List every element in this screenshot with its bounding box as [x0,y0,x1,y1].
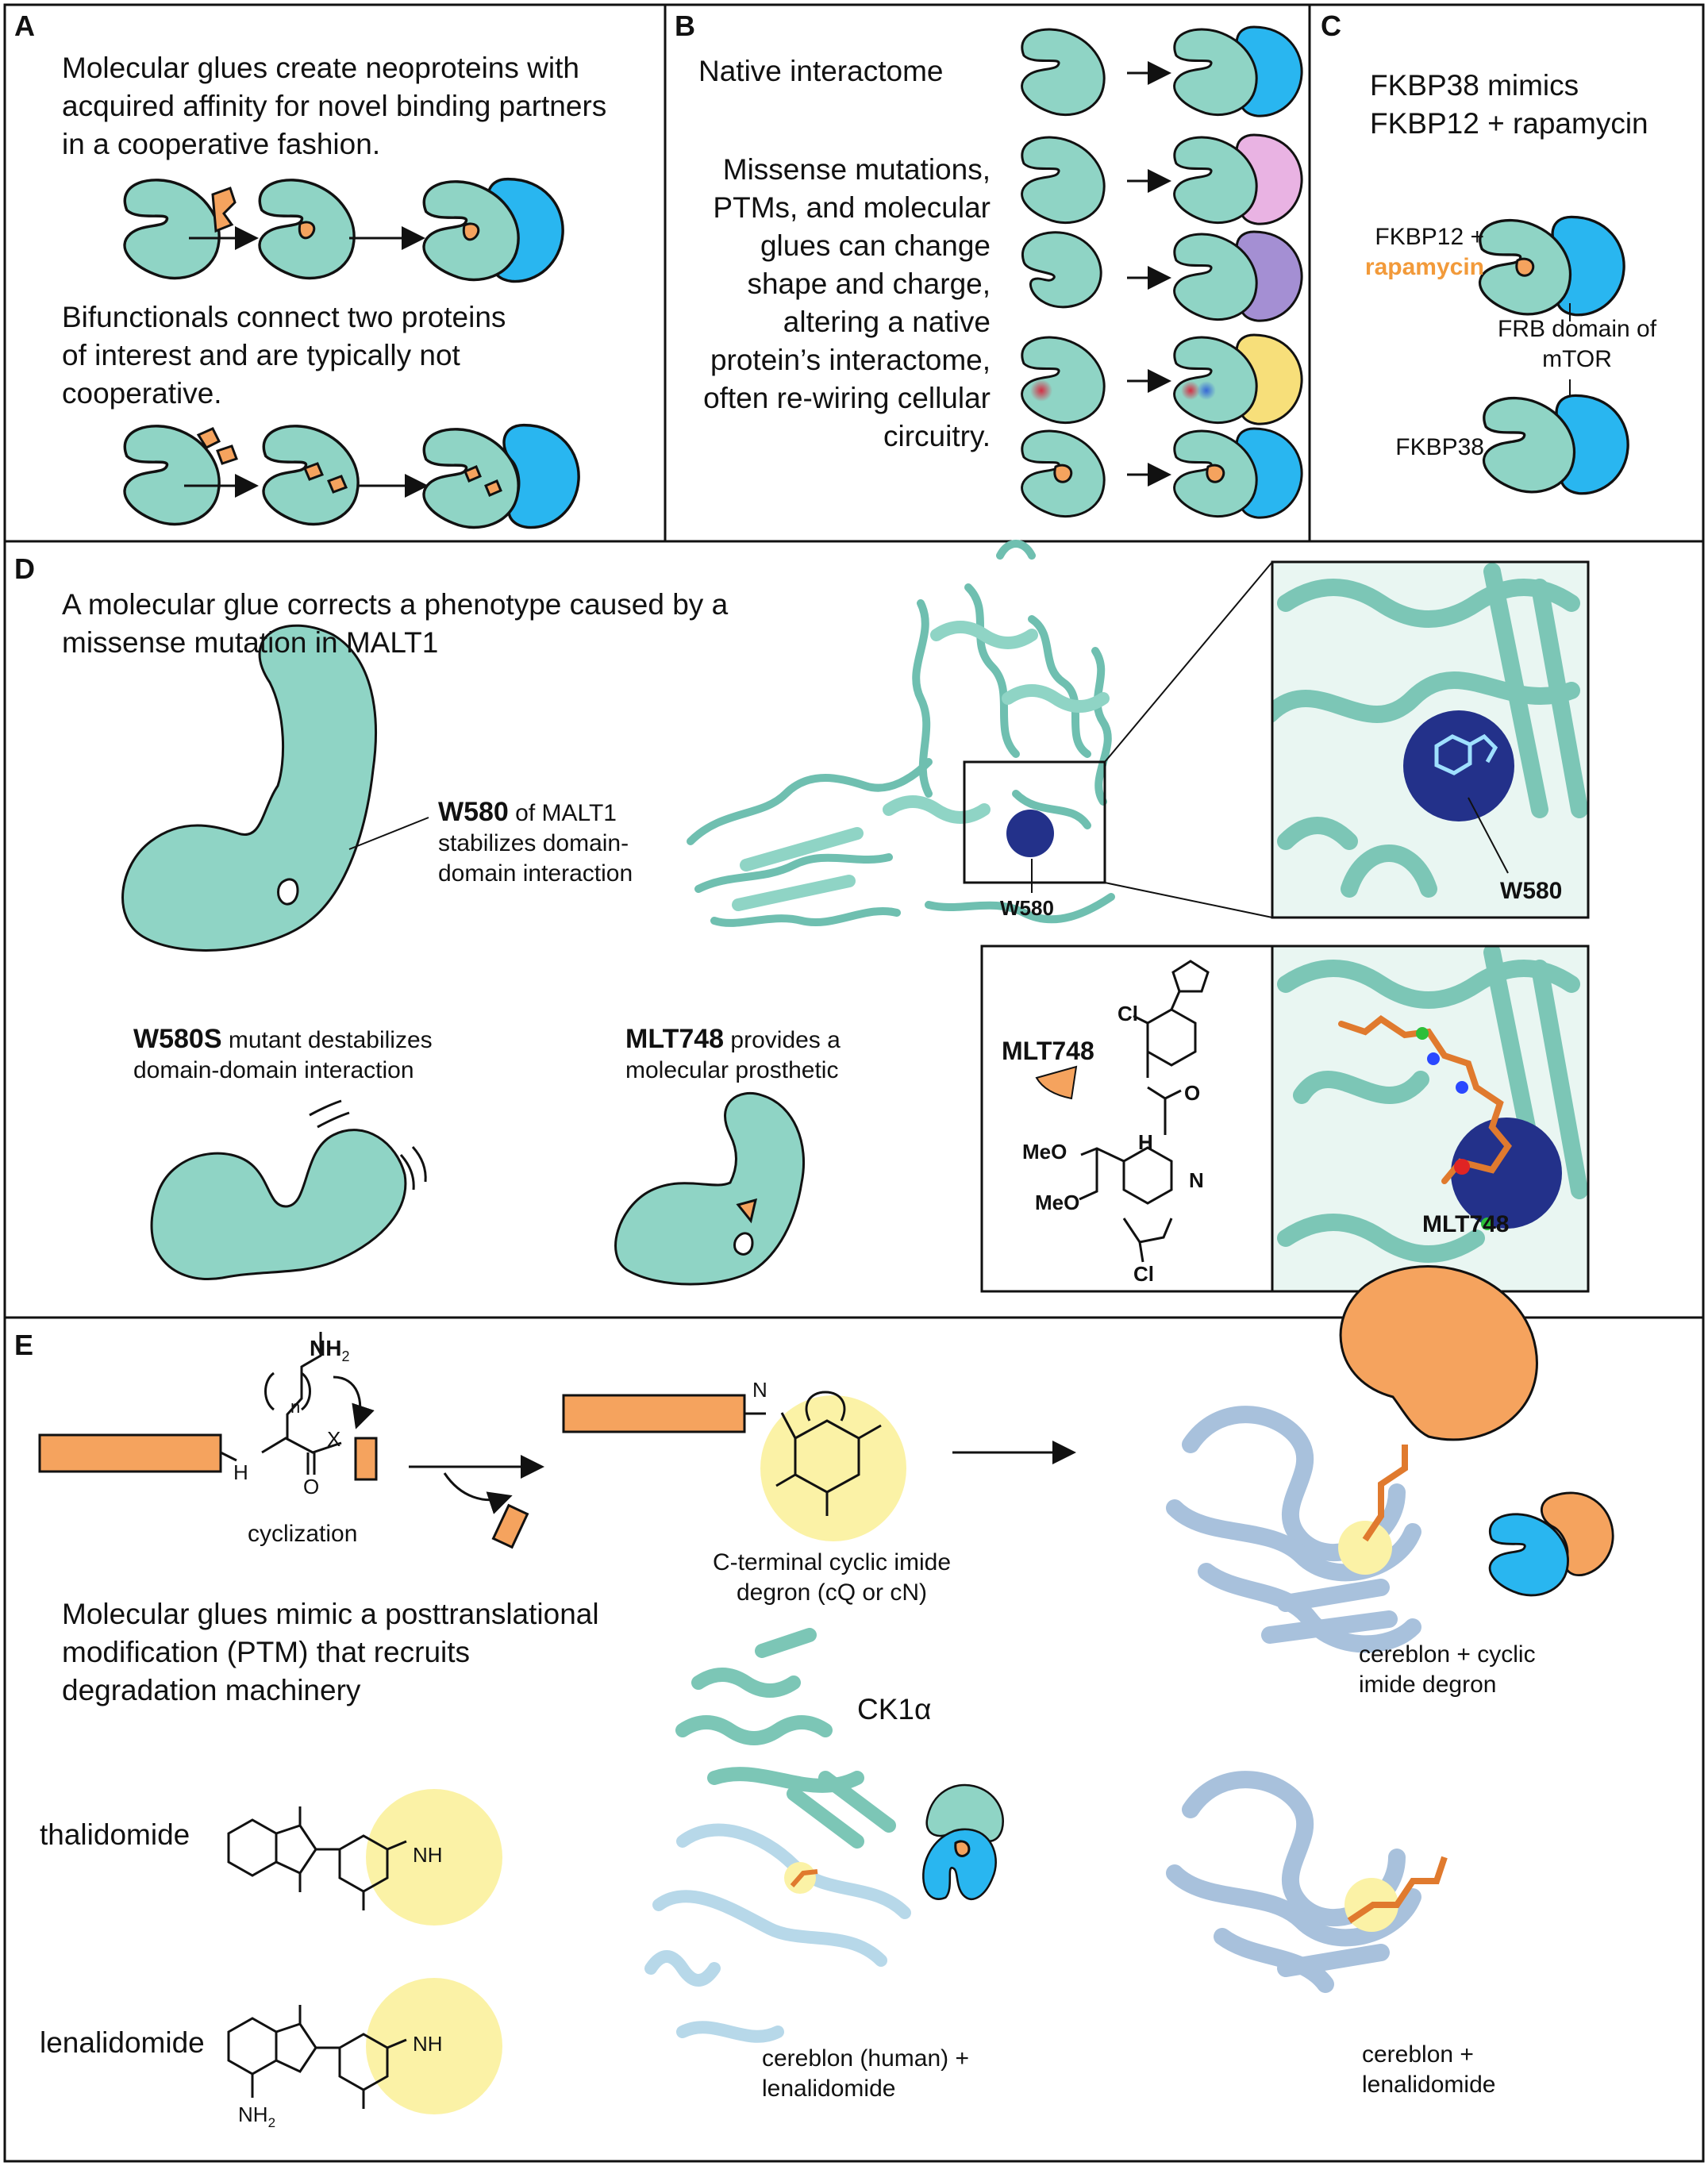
n-subscript: n [290,1397,301,1417]
degron-label: C-terminal cyclic imide degron (cQ or cN… [712,1549,952,1606]
panel-letter-a: A [14,10,35,42]
thalidomide-structure [227,1806,407,1910]
panel-a-bifunctional-row [123,423,580,529]
w580-bold-label: W580 [438,797,509,827]
lenalidomide-amine: NH [238,2103,268,2126]
panel-b-rows [1021,25,1303,519]
cereblon-human-label: cereblon (human) + lenalidomide [762,2045,969,2102]
ck1a-structure [675,1628,896,1849]
degron-ring [775,1391,882,1516]
panel-a-glue-row [123,177,564,283]
panel-a-text-bifunctional: Bifunctionals connect two proteins of in… [62,301,506,410]
panel-a-text-glue: Molecular glues create neoproteins with … [62,52,607,160]
mini-complex-ck1a [922,1778,1010,1901]
mlt748-zoom-label: MLT748 [1422,1211,1510,1237]
product-nh: N [752,1378,767,1402]
w580-zoom-label: W580 [1500,878,1563,904]
nh2-label: NH [310,1336,342,1360]
atom-o: O [1184,1081,1201,1105]
cyclization-label: cyclization [248,1521,358,1547]
x-leaving-group: X [327,1427,341,1451]
atom-meo-2: MeO [1035,1191,1080,1214]
malt1-cartoon-wt [121,624,429,952]
atom-meo-1: MeO [1022,1140,1068,1164]
lenalidomide-amine-subscript: 2 [267,2115,276,2130]
zoom-panel-mlt748 [1271,944,1590,1293]
w580-description: of MALT1 stabilizes domain-domain intera… [438,800,633,887]
ck1a-label: CK1α [857,1693,932,1725]
cereblon-human-structure [644,1823,911,2043]
atom-cl-1: Cl [1118,1002,1138,1025]
panel-letter-e: E [14,1329,34,1361]
atom-h: H [1138,1130,1153,1154]
malt1-structure [687,540,1115,927]
charge-glows [1030,379,1216,402]
w580-site [1006,810,1054,857]
mlt748-chem-name: MLT748 [1002,1037,1094,1065]
thalidomide-label: thalidomide [40,1818,190,1851]
panel-c-shapes [1478,215,1629,495]
lenalidomide-label: lenalidomide [40,2026,205,2059]
malt1-cartoon-mutant [150,1099,427,1280]
lenalidomide-structure [227,2005,407,2109]
panel-letter-d: D [14,552,35,585]
atom-cl-2: Cl [1133,1262,1154,1286]
atom-n: N [1189,1168,1204,1192]
panel-letter-c: C [1321,10,1341,42]
panel-b-native-label: Native interactome [698,55,944,87]
w580-structure-label: W580 [1000,896,1054,920]
cereblon-degron-label: cereblon + cyclic imide degron [1359,1641,1536,1698]
fkbp38-label: FKBP38 [1395,434,1484,460]
panel-e-reaction [38,1332,766,1549]
w580s-description: mutant destabilizes domain-domain intera… [133,1027,433,1083]
mlt748-description: provides a molecular prosthetic [625,1027,841,1083]
mini-complex-degron [1488,1479,1626,1597]
orange-substrate [1339,1265,1538,1441]
panel-letter-b: B [675,10,695,42]
nh2-subscript: 2 [341,1348,350,1364]
w580s-bold-label: W580S [133,1024,222,1054]
lenalidomide-imide-nh: NH [413,2032,443,2056]
malt1-cartoon-glue [614,1091,806,1286]
fkbp12-label: FKBP12 + [1375,224,1484,250]
thalidomide-highlight [366,1789,502,1926]
malt1-helices [732,621,1110,911]
mlt748-bold-label: MLT748 [625,1024,725,1054]
amide-h: H [233,1460,248,1484]
panel-e-description: Molecular glues mimic a posttranslationa… [62,1598,599,1706]
lenalidomide-highlight [366,1978,502,2114]
carbonyl-o: O [303,1475,320,1499]
zoom-panel-w580 [1271,560,1590,919]
cereblon-len-label: cereblon + lenalidomide [1362,2041,1496,2098]
panel-c-title: FKBP38 mimics FKBP12 + rapamycin [1370,69,1648,140]
zoom-box [963,760,1106,884]
panel-b-description: Missense mutations, PTMs, and molecular … [703,153,991,452]
frb-label: FRB domain of mTOR [1497,316,1657,372]
rapamycin-label: rapamycin [1364,254,1484,280]
degron-highlight [760,1395,906,1541]
mlt748-chem-box [980,944,1274,1293]
panel-d-title: A molecular glue corrects a phenotype ca… [62,588,729,659]
thalidomide-imide-nh: NH [413,1843,443,1867]
